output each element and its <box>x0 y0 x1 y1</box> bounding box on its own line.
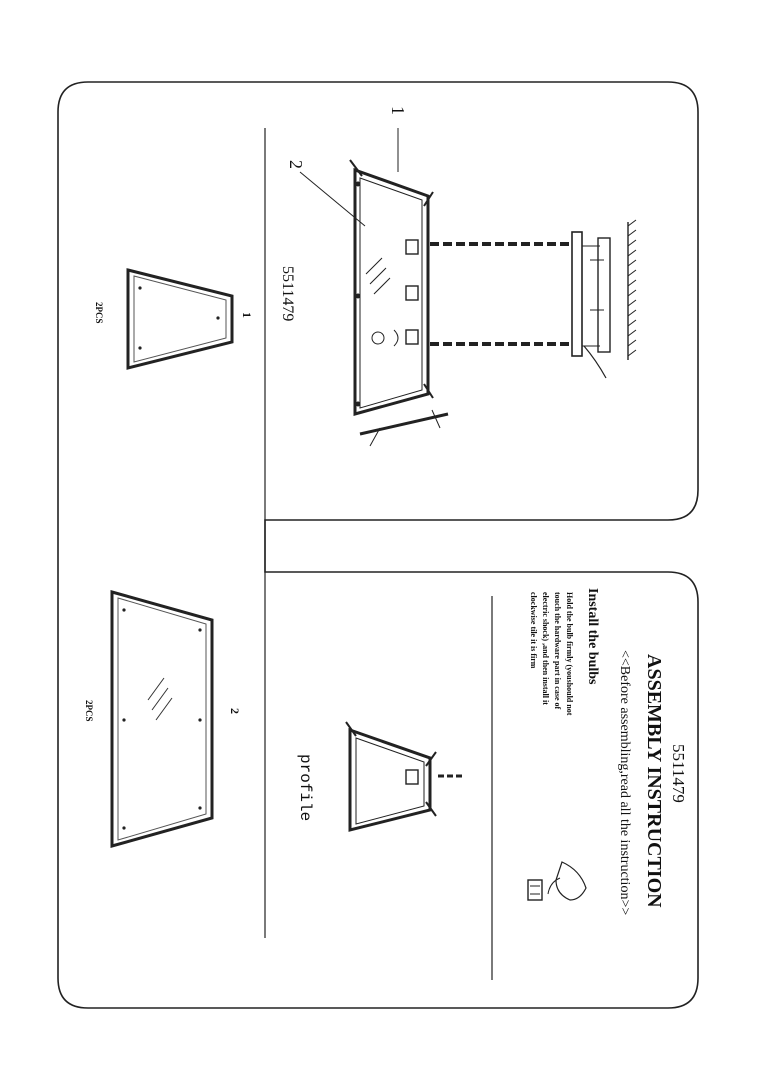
sheet-title: ASSEMBLY INSTRUCTION <box>643 654 665 908</box>
bulb-section-title: Install the bulbs <box>585 588 600 685</box>
part-1-number: 1 <box>240 312 254 318</box>
bulb-note-line-1: Hold the bulb firmly (youshould not <box>565 592 574 716</box>
hand-bulb-icon <box>527 861 587 901</box>
profile-label: profile <box>296 754 314 822</box>
callout-2: 2 <box>286 160 306 169</box>
bulb-note-line-3: electric shock) ,and then install it <box>541 592 550 705</box>
part-2-quantity: 2PCS <box>84 700 94 722</box>
glass-panel-icon <box>110 590 214 848</box>
profile-fixture-icon <box>345 721 462 832</box>
top-panel-border <box>57 81 699 1009</box>
sheet-subtitle: <<Before assembling,read all the instruc… <box>617 650 632 916</box>
callout-1: 1 <box>388 106 408 115</box>
bulb-note-line-2: touch the hardware part in case of <box>553 592 562 710</box>
sheet-model-number: 5511479 <box>669 744 688 803</box>
bulb-note-line-4: clockwise tile it is firm <box>529 592 538 669</box>
part-1-quantity: 2PCS <box>94 302 104 324</box>
trapezoid-frame-icon <box>126 268 234 370</box>
fixture-model-number: 5511479 <box>279 266 296 322</box>
fixture-exploded-icon <box>299 128 637 447</box>
part-2-number: 2 <box>228 708 242 714</box>
